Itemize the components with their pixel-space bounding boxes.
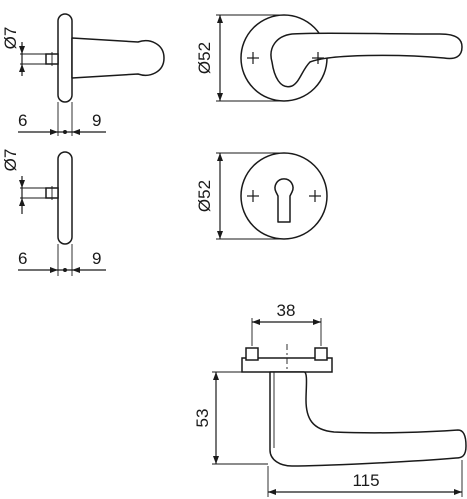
dim-pin-diameter-bottom: Ø7 [1,149,20,172]
screw-mark-left-escutcheon [247,190,259,202]
dim-right-bottom: 9 [92,249,101,268]
escutcheon-plate-side [57,151,73,245]
screw-mark-right [312,52,324,64]
fixing-post-right [314,347,328,361]
dim-lever-height: 53 [193,409,212,428]
dim-pin-diameter-top: Ø7 [1,27,20,50]
dim-left-bottom: 6 [18,249,27,268]
fixing-post-left [245,347,259,361]
screw-mark-left [247,52,259,64]
front-view-escutcheon: Ø52 [195,152,328,240]
lever-body-elevation [269,371,467,467]
keyhole-icon [274,178,294,223]
dim-lever-length: 115 [352,471,379,490]
dim-right-top: 9 [92,111,101,130]
dim-left-top: 6 [18,111,27,130]
lever-top-view [270,32,463,88]
side-view-rose-lever: Ø7 6 9 [1,13,165,136]
rose-plate-side [57,13,73,103]
front-view-rose: Ø52 [195,14,463,102]
side-view-escutcheon: Ø7 6 9 [1,149,106,276]
dim-rose-diameter: Ø52 [195,42,214,74]
dim-fixing-spacing: 38 [277,301,296,320]
lever-elevation: 38 53 115 [193,301,467,497]
screw-mark-right-escutcheon [309,190,321,202]
lever-profile [71,37,165,79]
dim-escutcheon-diameter: Ø52 [195,180,214,212]
